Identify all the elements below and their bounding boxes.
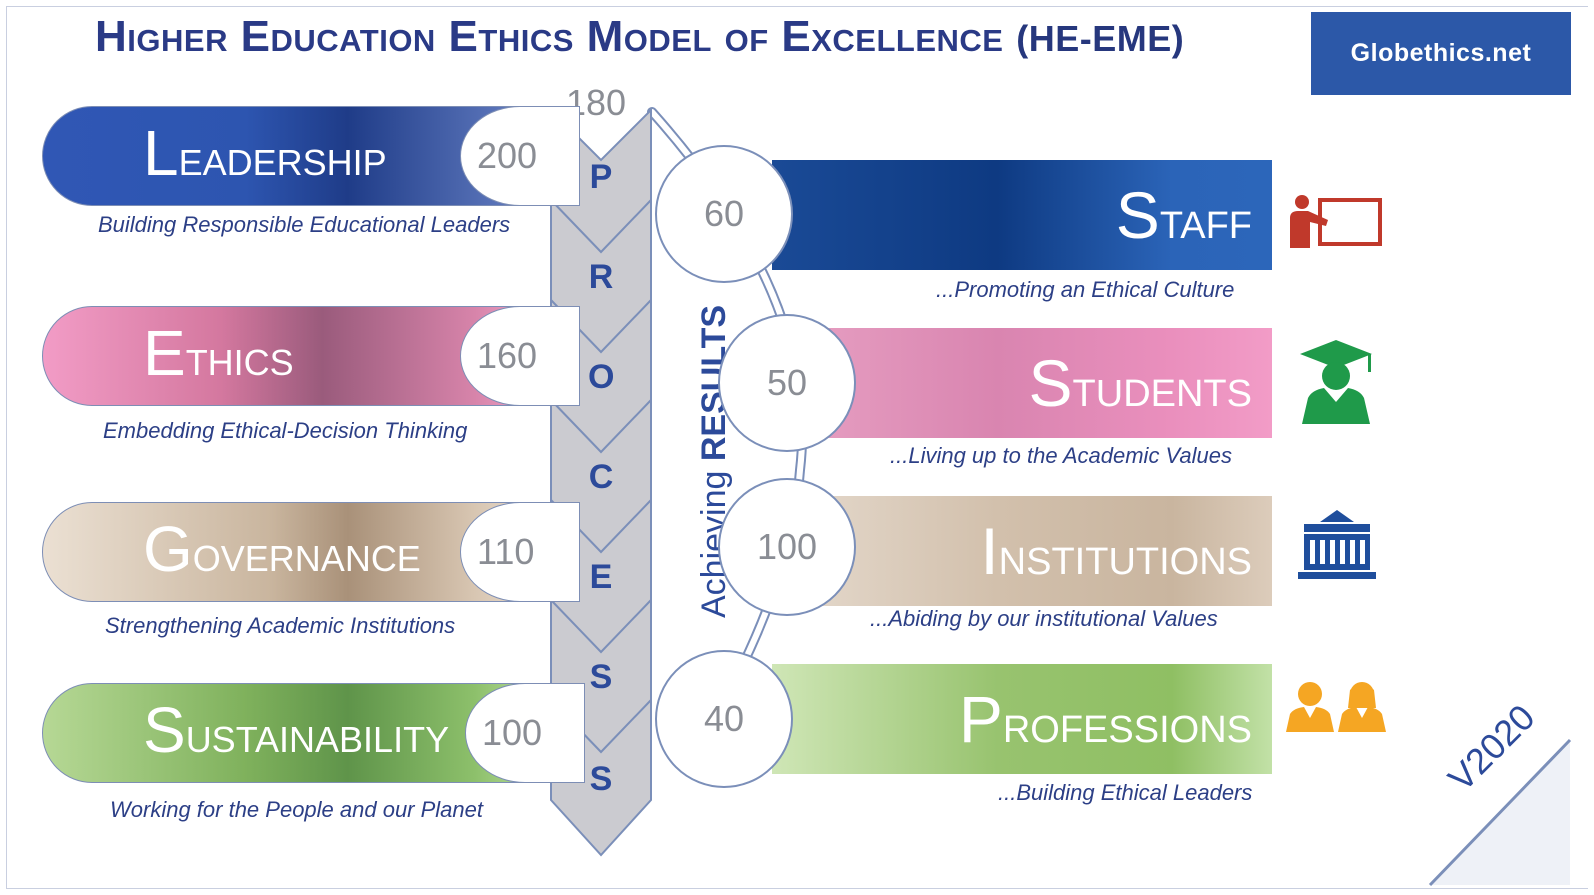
process-letter: C (588, 458, 614, 496)
title-main: Higher Education Ethics Model of Excelle… (95, 12, 1004, 61)
leadership-subtitle: Building Responsible Educational Leaders (98, 212, 511, 237)
ethics-value: 160 (460, 306, 580, 406)
graduate-icon (1300, 340, 1372, 424)
title-abbr: (HE-EME) (1016, 18, 1185, 59)
bar-students-label: STUDENTS (1028, 346, 1252, 420)
staff-value: 60 (655, 145, 793, 283)
process-letter: O (588, 358, 615, 396)
governance-subtitle: Strengthening Academic Institutions (105, 613, 456, 638)
pillar-ethics-label: ETHICS (143, 317, 294, 389)
brand-logo: Globethics.net (1311, 12, 1571, 95)
ethics-subtitle: Embedding Ethical-Decision Thinking (103, 418, 468, 443)
bar-professions-label: PROFESSIONS (958, 682, 1252, 756)
pillar-sustainability-label: SUSTAINABILITY (143, 694, 450, 766)
students-subtitle: ...Living up to the Academic Values (890, 443, 1233, 468)
page-title: Higher Education Ethics Model of Excelle… (95, 12, 1184, 62)
sustainability-subtitle: Working for the People and our Planet (110, 797, 484, 822)
staff-subtitle: ...Promoting an Ethical Culture (936, 277, 1235, 302)
pillar-governance-label: GOVERNANCE (143, 513, 421, 585)
professions-value: 40 (655, 650, 793, 788)
bar-institutions-label: INSTITUTIONS (980, 514, 1252, 588)
institutions-subtitle: ...Abiding by our institutional Values (870, 606, 1218, 631)
frame-border (6, 6, 1588, 889)
leadership-value: 200 (460, 106, 580, 206)
pillar-leadership-label: LEADERSHIP (143, 117, 387, 189)
sustainability-value: 100 (465, 683, 585, 783)
bar-professions: PROFESSIONS (772, 664, 1272, 774)
professions-subtitle: ...Building Ethical Leaders (998, 780, 1253, 805)
process-letter: P (589, 158, 613, 196)
process-letter: S (589, 760, 613, 798)
process-letter: S (589, 658, 613, 696)
teacher-board-icon (1290, 195, 1382, 248)
professionals-icon (1286, 682, 1386, 732)
bar-staff: STAFF (772, 160, 1272, 270)
institution-building-icon (1298, 510, 1376, 579)
students-value: 50 (718, 314, 856, 452)
process-letter: E (589, 558, 613, 596)
institutions-value: 100 (718, 478, 856, 616)
process-arrow (550, 107, 652, 857)
process-letter: R (588, 258, 614, 296)
governance-value: 110 (460, 502, 580, 602)
bar-staff-label: STAFF (1115, 178, 1252, 252)
